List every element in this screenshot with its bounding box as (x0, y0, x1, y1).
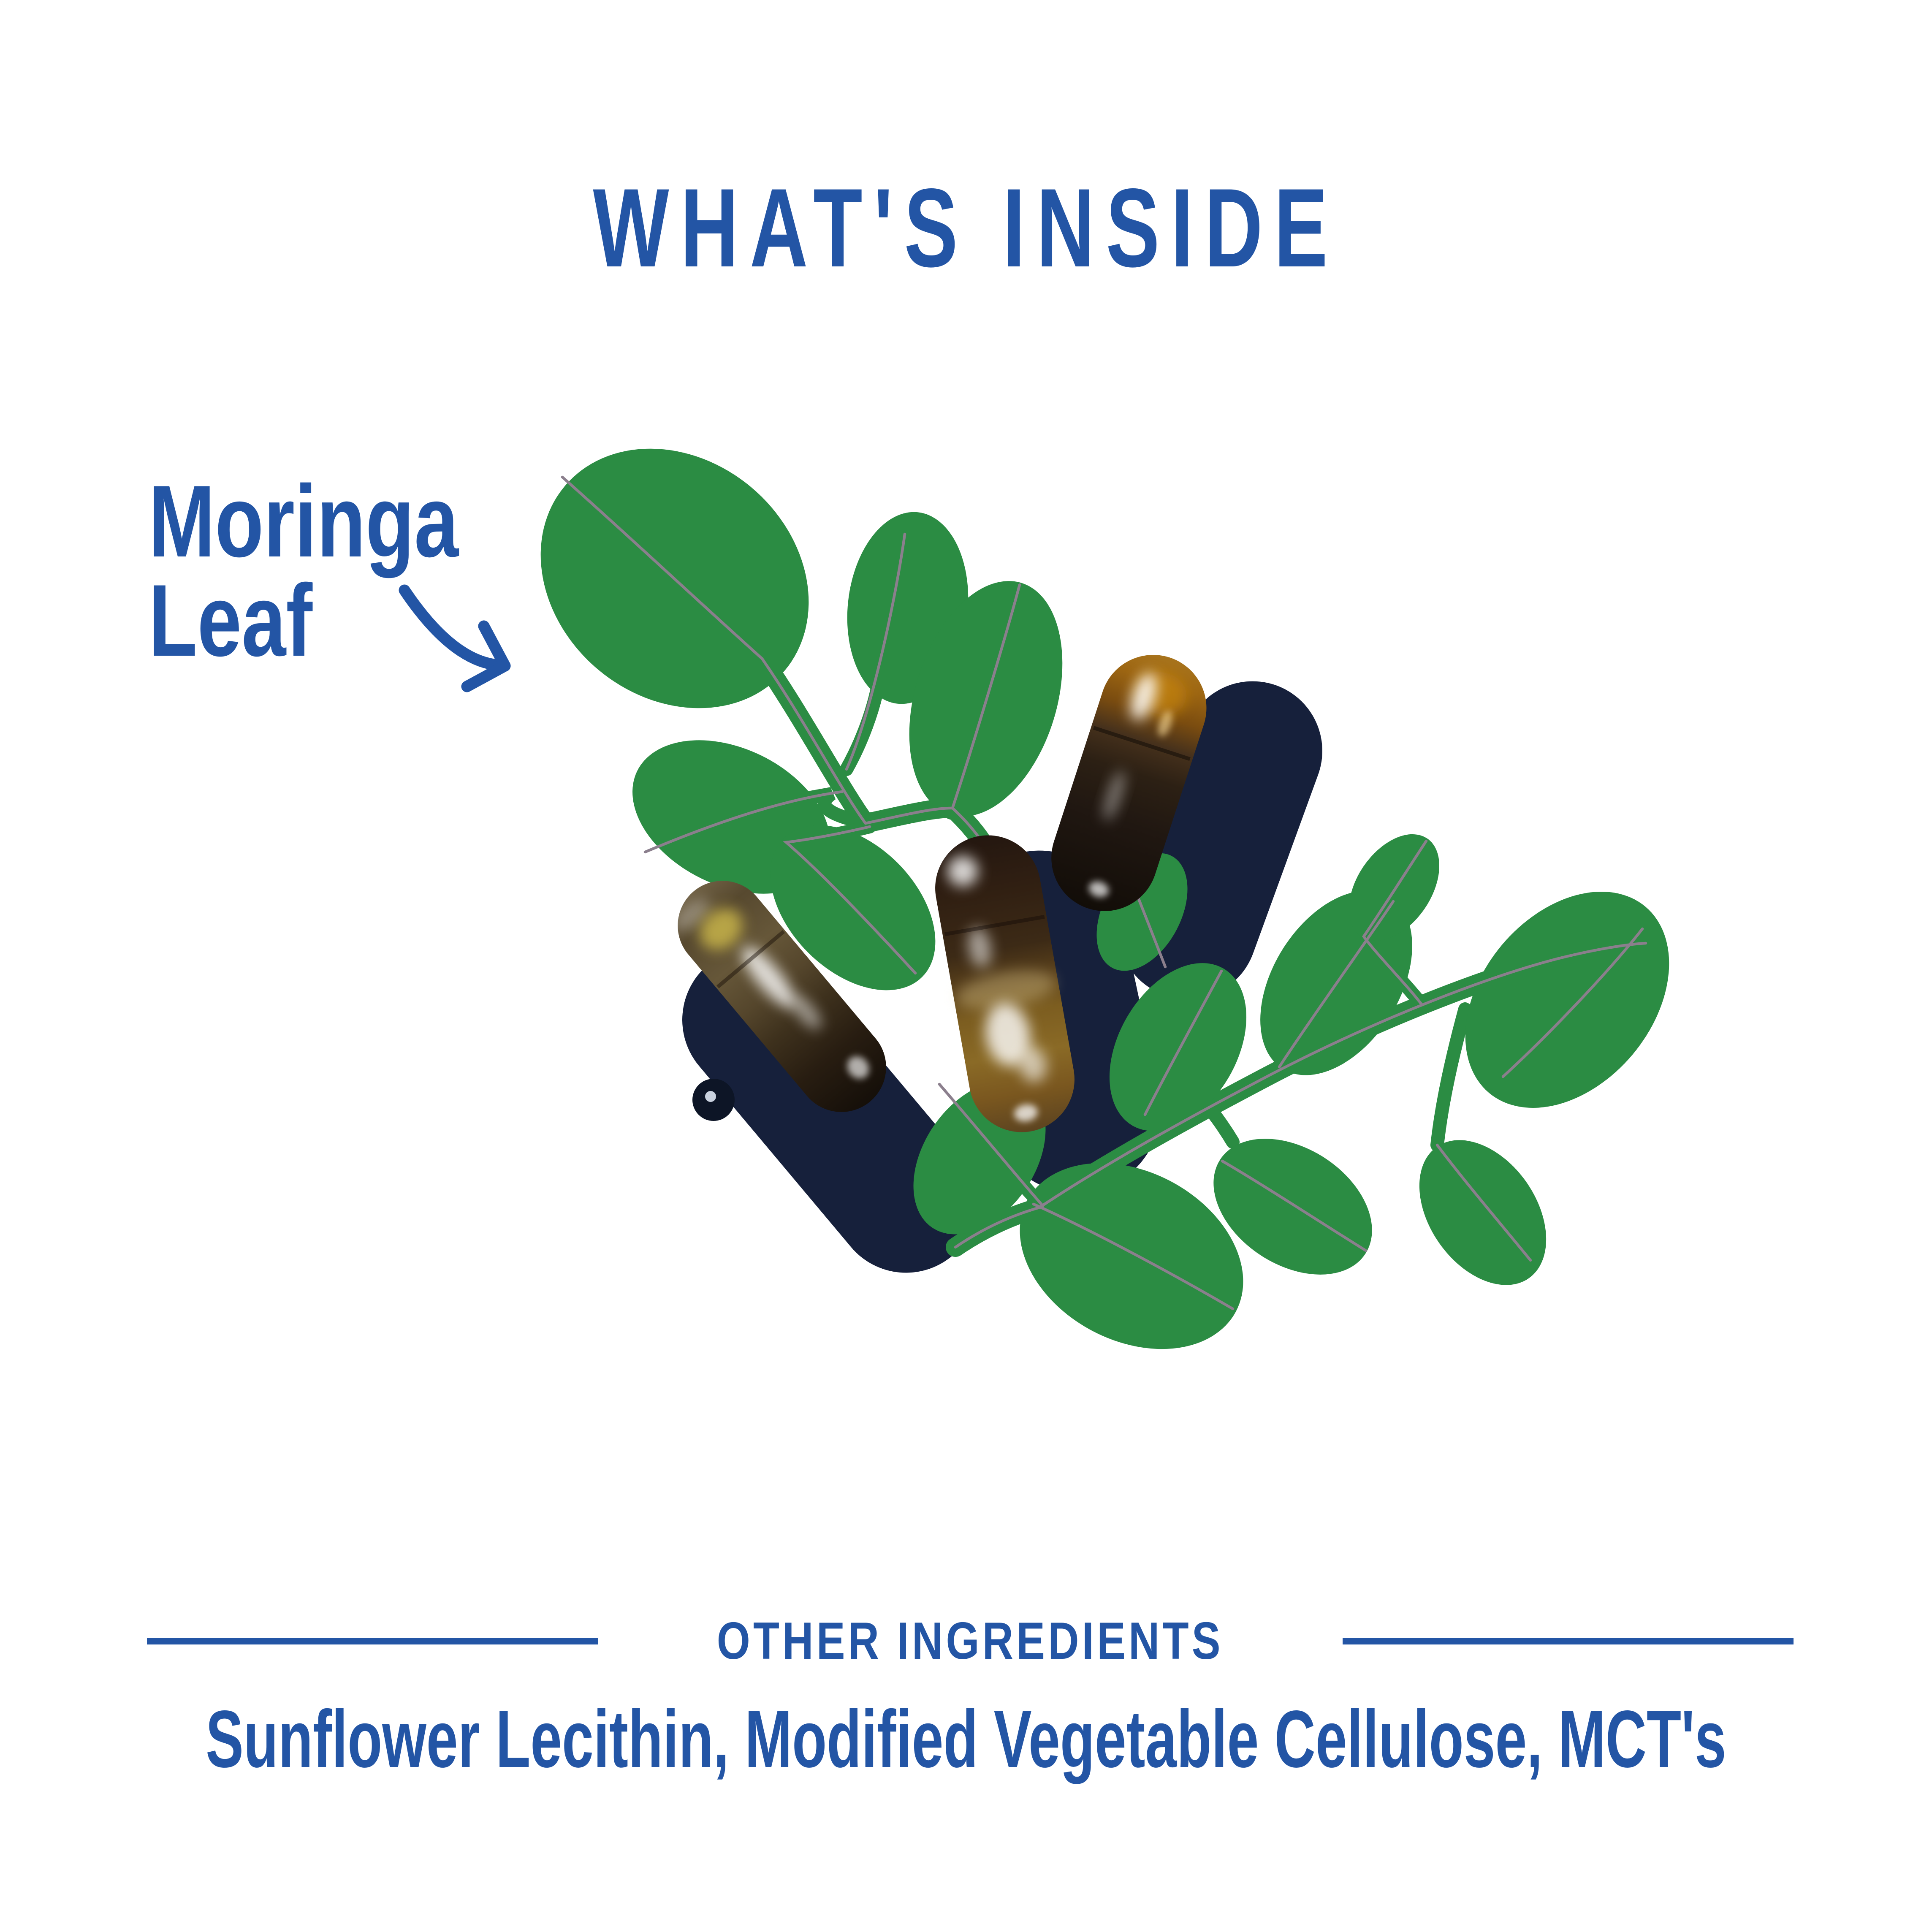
ingredient-callout: Moringa Leaf (149, 464, 459, 678)
other-ingredients-heading: OTHER INGREDIENTS (716, 1612, 1224, 1670)
right-rule (1342, 1638, 1794, 1644)
shadow-dot (692, 1079, 735, 1121)
other-ingredients-list: Sunflower Lecithin, Modified Vegetable C… (206, 1693, 1726, 1784)
capsule-right-photo (1051, 655, 1207, 911)
other-ingredients-section: OTHER INGREDIENTS (147, 1605, 1794, 1677)
page-title: WHAT'S INSIDE (593, 166, 1339, 290)
left-rule (147, 1638, 598, 1644)
capsule-left-photo (674, 881, 886, 1112)
ingredient-callout-line1: Moringa (149, 464, 459, 578)
moringa-branch-top-left (540, 448, 1063, 990)
capsule-middle-photo (935, 835, 1075, 1132)
moringa-branch-bottom-right (913, 834, 1669, 1349)
curved-arrow-icon (399, 584, 511, 692)
ingredient-callout-line2: Leaf (149, 563, 313, 678)
